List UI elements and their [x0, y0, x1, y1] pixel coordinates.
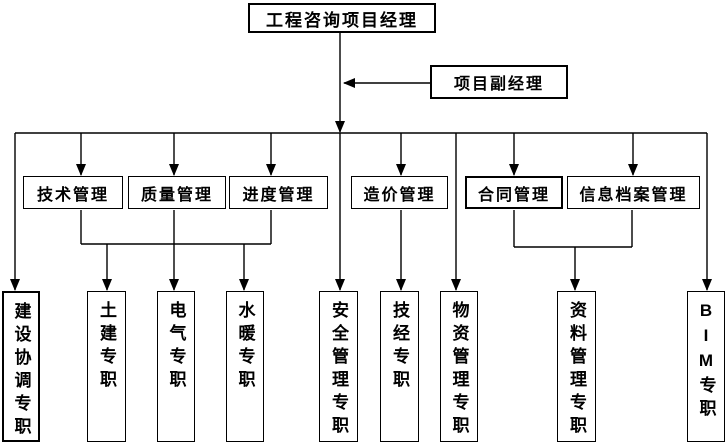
dept-box-contract: 合同管理	[465, 176, 563, 209]
dept-label-info-archive: 信息档案管理	[579, 186, 688, 204]
project-manager-box: 工程咨询项目经理	[248, 3, 436, 33]
deputy-manager-box: 项目副经理	[430, 65, 568, 99]
position-label-document: 资料管理专职	[567, 301, 586, 439]
dept-box-technical: 技术管理	[23, 176, 123, 209]
position-label-hvac: 水暖专职	[235, 301, 255, 393]
position-label-civil: 土建专职	[97, 301, 116, 393]
position-label-safety: 安全管理专职	[329, 301, 348, 439]
position-box-bim: BIM专职	[687, 291, 725, 442]
position-box-electrical: 电气专职	[157, 291, 195, 442]
deputy-manager-label: 项目副经理	[453, 76, 544, 93]
position-label-technical-economic: 技经专职	[390, 301, 409, 393]
position-label-construction-coordination: 建设协调专职	[11, 302, 31, 440]
position-box-document: 资料管理专职	[557, 291, 596, 442]
position-label-material: 物资管理专职	[449, 301, 469, 439]
dept-label-schedule: 进度管理	[242, 186, 315, 204]
position-label-bim: BIM专职	[696, 301, 716, 422]
position-box-hvac: 水暖专职	[226, 291, 264, 442]
dept-box-cost: 造价管理	[351, 176, 448, 209]
position-label-electrical: 电气专职	[166, 301, 186, 393]
dept-label-cost: 造价管理	[363, 186, 436, 204]
position-box-technical-economic: 技经专职	[380, 291, 419, 442]
position-box-construction-coordination: 建设协调专职	[2, 291, 40, 442]
dept-label-quality: 质量管理	[140, 186, 213, 204]
dept-box-info-archive: 信息档案管理	[567, 176, 700, 209]
position-box-material: 物资管理专职	[440, 291, 478, 442]
project-manager-label: 工程咨询项目经理	[266, 10, 418, 30]
dept-label-contract: 合同管理	[477, 186, 550, 204]
dept-label-technical: 技术管理	[36, 186, 109, 204]
position-box-civil: 土建专职	[87, 291, 126, 442]
dept-box-schedule: 进度管理	[229, 176, 328, 209]
position-box-safety: 安全管理专职	[319, 291, 358, 442]
dept-box-quality: 质量管理	[128, 176, 226, 209]
